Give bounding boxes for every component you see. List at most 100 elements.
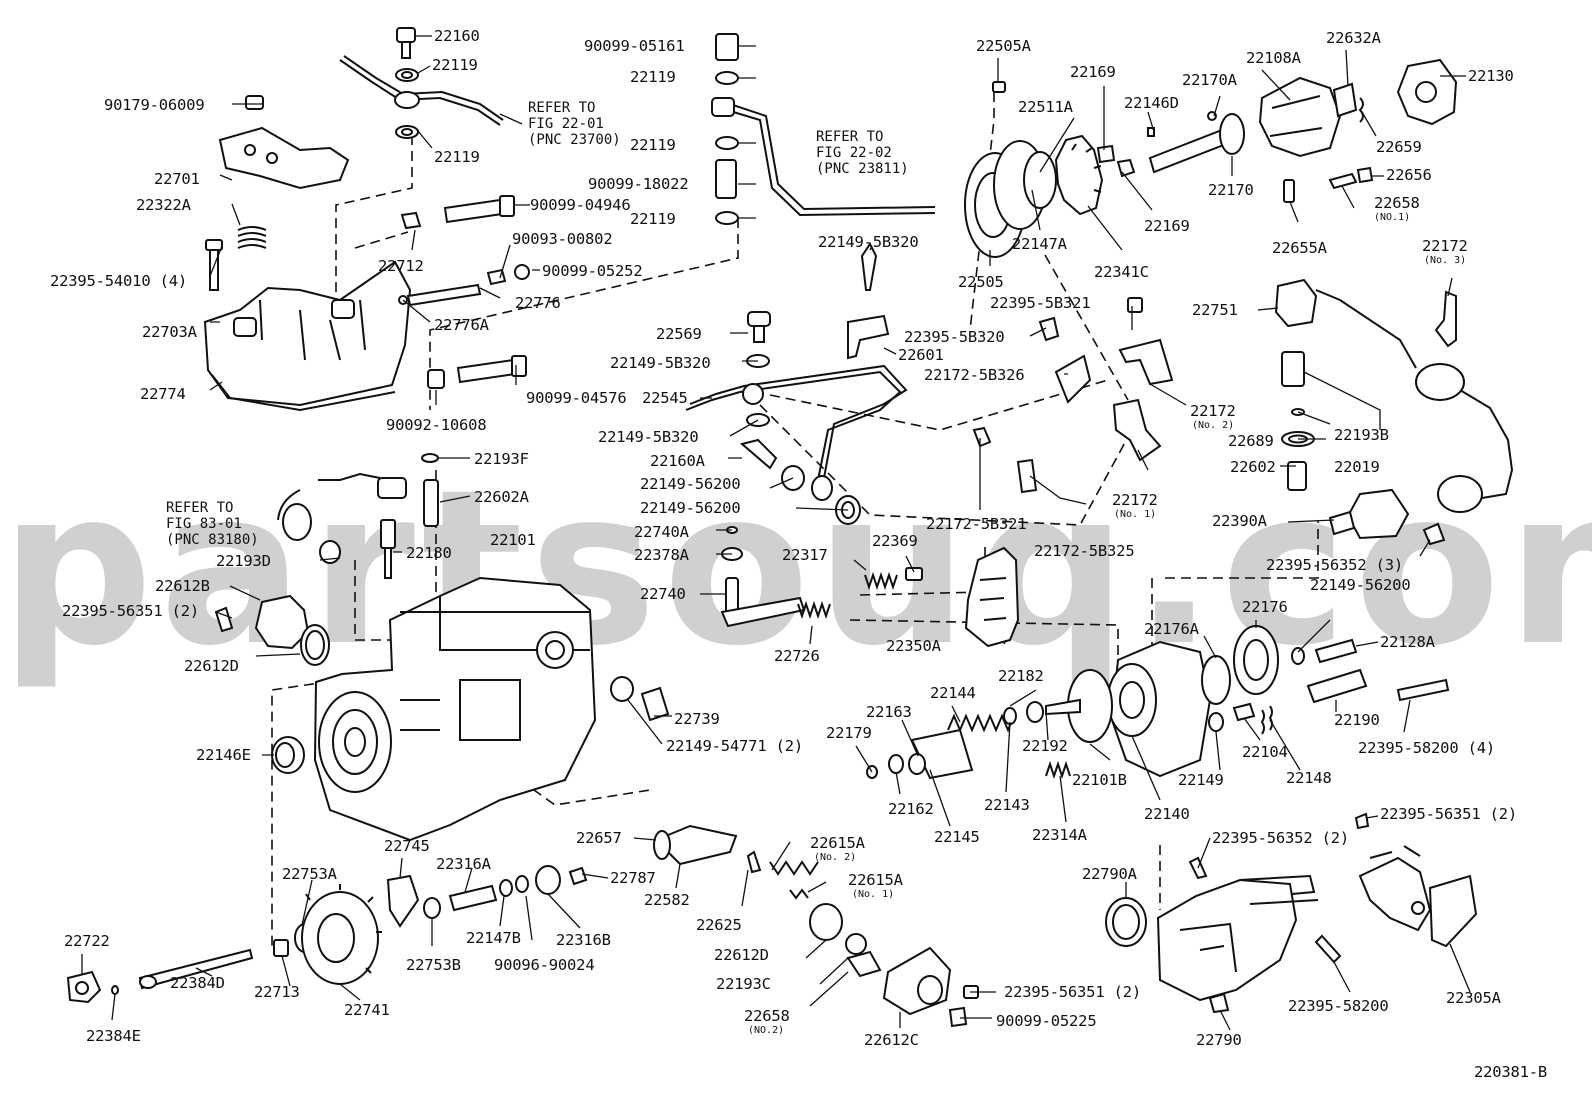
- part-22740: 22740: [640, 585, 686, 603]
- part-22176: 22176: [1242, 598, 1288, 616]
- part-22726: 22726: [774, 647, 820, 665]
- part-22615A-qualifier: (No. 1): [852, 889, 895, 900]
- part-22193C: 22193C: [716, 975, 771, 993]
- part-22774: 22774: [140, 385, 186, 403]
- part-22160A: 22160A: [650, 452, 705, 470]
- part-22703A: 22703A: [142, 323, 197, 341]
- part-22322A: 22322A: [136, 196, 191, 214]
- part-22101B: 22101B: [1072, 771, 1127, 789]
- part-22143: 22143: [984, 796, 1030, 814]
- part-22615A-qualifier: (No. 2): [814, 852, 857, 863]
- part-22104: 22104: [1242, 743, 1288, 761]
- part-22019: 22019: [1334, 458, 1380, 476]
- part-22149-5B320: 22149-5B320: [610, 354, 711, 372]
- part-90093-00802: 90093-00802: [512, 230, 613, 248]
- part-90099-05225: 90099-05225: [996, 1012, 1097, 1030]
- part-22659: 22659: [1376, 138, 1422, 156]
- part-22172-5B321: 22172-5B321: [926, 515, 1027, 533]
- part-22751: 22751: [1192, 301, 1238, 319]
- part-22145: 22145: [934, 828, 980, 846]
- part-22317: 22317: [782, 546, 828, 564]
- part-22163: 22163: [866, 703, 912, 721]
- part-22505A: 22505A: [976, 37, 1031, 55]
- part-22602: 22602: [1230, 458, 1276, 476]
- part-22119: 22119: [432, 56, 478, 74]
- part-22108A: 22108A: [1246, 49, 1301, 67]
- refer-note-line: (PNC 23700): [528, 132, 621, 148]
- part-22193F: 22193F: [474, 450, 529, 468]
- part-22162: 22162: [888, 800, 934, 818]
- part-22149-56200: 22149-56200: [640, 499, 741, 517]
- part-22656: 22656: [1386, 166, 1432, 184]
- diagram-id: 220381-B: [1474, 1063, 1548, 1081]
- part-22395-56352: 22395-56352 (2): [1212, 829, 1349, 847]
- part-22149-5B320: 22149-5B320: [598, 428, 699, 446]
- part-22314A: 22314A: [1032, 826, 1087, 844]
- part-22130: 22130: [1468, 67, 1514, 85]
- part-90099-05252: 90099-05252: [542, 262, 643, 280]
- part-22193D: 22193D: [216, 552, 271, 570]
- part-22395-58200: 22395-58200 (4): [1358, 739, 1495, 757]
- part-22146D: 22146D: [1124, 94, 1179, 112]
- part-22172-qualifier: (No. 1): [1114, 509, 1157, 520]
- part-22172: 22172: [1422, 237, 1468, 255]
- part-22193B: 22193B: [1334, 426, 1389, 444]
- refer-note-line: (PNC 23811): [816, 161, 909, 177]
- part-22713: 22713: [254, 983, 300, 1001]
- part-22658: 22658: [744, 1007, 790, 1025]
- refer-note-line: REFER TO: [528, 100, 596, 116]
- part-22384E: 22384E: [86, 1027, 141, 1045]
- part-22144: 22144: [930, 684, 976, 702]
- refer-note-line: FIG 22-02: [816, 145, 892, 161]
- part-22601: 22601: [898, 346, 944, 364]
- part-22182: 22182: [998, 667, 1044, 685]
- part-22701: 22701: [154, 170, 200, 188]
- part-22305A: 22305A: [1446, 989, 1501, 1007]
- part-22625: 22625: [696, 916, 742, 934]
- part-22169: 22169: [1070, 63, 1116, 81]
- part-22395-5B320: 22395-5B320: [904, 328, 1005, 346]
- part-22180: 22180: [406, 544, 452, 562]
- part-22790A: 22790A: [1082, 865, 1137, 883]
- part-90096-90024: 90096-90024: [494, 956, 595, 974]
- part-22612B: 22612B: [155, 577, 210, 595]
- part-22172: 22172: [1190, 402, 1236, 420]
- part-22689: 22689: [1228, 432, 1274, 450]
- part-22149: 22149: [1178, 771, 1224, 789]
- part-90099-04576: 90099-04576: [526, 389, 627, 407]
- part-22390A: 22390A: [1212, 512, 1267, 530]
- part-22612D: 22612D: [714, 946, 769, 964]
- part-22739: 22739: [674, 710, 720, 728]
- part-22147A: 22147A: [1012, 235, 1067, 253]
- part-22149-5B320: 22149-5B320: [818, 233, 919, 251]
- part-22776: 22776: [515, 294, 561, 312]
- part-22657: 22657: [576, 829, 622, 847]
- part-22369: 22369: [872, 532, 918, 550]
- part-22172-qualifier: (No. 2): [1192, 420, 1235, 431]
- part-22119: 22119: [630, 68, 676, 86]
- refer-note-line: FIG 22-01: [528, 116, 604, 132]
- part-22119: 22119: [434, 148, 480, 166]
- part-22615A: 22615A: [848, 871, 903, 889]
- part-22582: 22582: [644, 891, 690, 909]
- part-22169: 22169: [1144, 217, 1190, 235]
- refer-note-line: REFER TO: [166, 500, 234, 516]
- part-22741: 22741: [344, 1001, 390, 1019]
- part-22395-5B321: 22395-5B321: [990, 294, 1091, 312]
- part-22149-56200: 22149-56200: [640, 475, 741, 493]
- part-22740A: 22740A: [634, 523, 689, 541]
- part-22745: 22745: [384, 837, 430, 855]
- refer-note-line: FIG 83-01: [166, 516, 242, 532]
- part-22341C: 22341C: [1094, 263, 1149, 281]
- part-22170: 22170: [1208, 181, 1254, 199]
- part-22384D: 22384D: [170, 974, 225, 992]
- part-22172: 22172: [1112, 491, 1158, 509]
- part-22655A: 22655A: [1272, 239, 1327, 257]
- part-22569: 22569: [656, 325, 702, 343]
- part-22128A: 22128A: [1380, 633, 1435, 651]
- part-22753B: 22753B: [406, 956, 461, 974]
- part-90179-06009: 90179-06009: [104, 96, 205, 114]
- part-22712: 22712: [378, 257, 424, 275]
- part-22722: 22722: [64, 932, 110, 950]
